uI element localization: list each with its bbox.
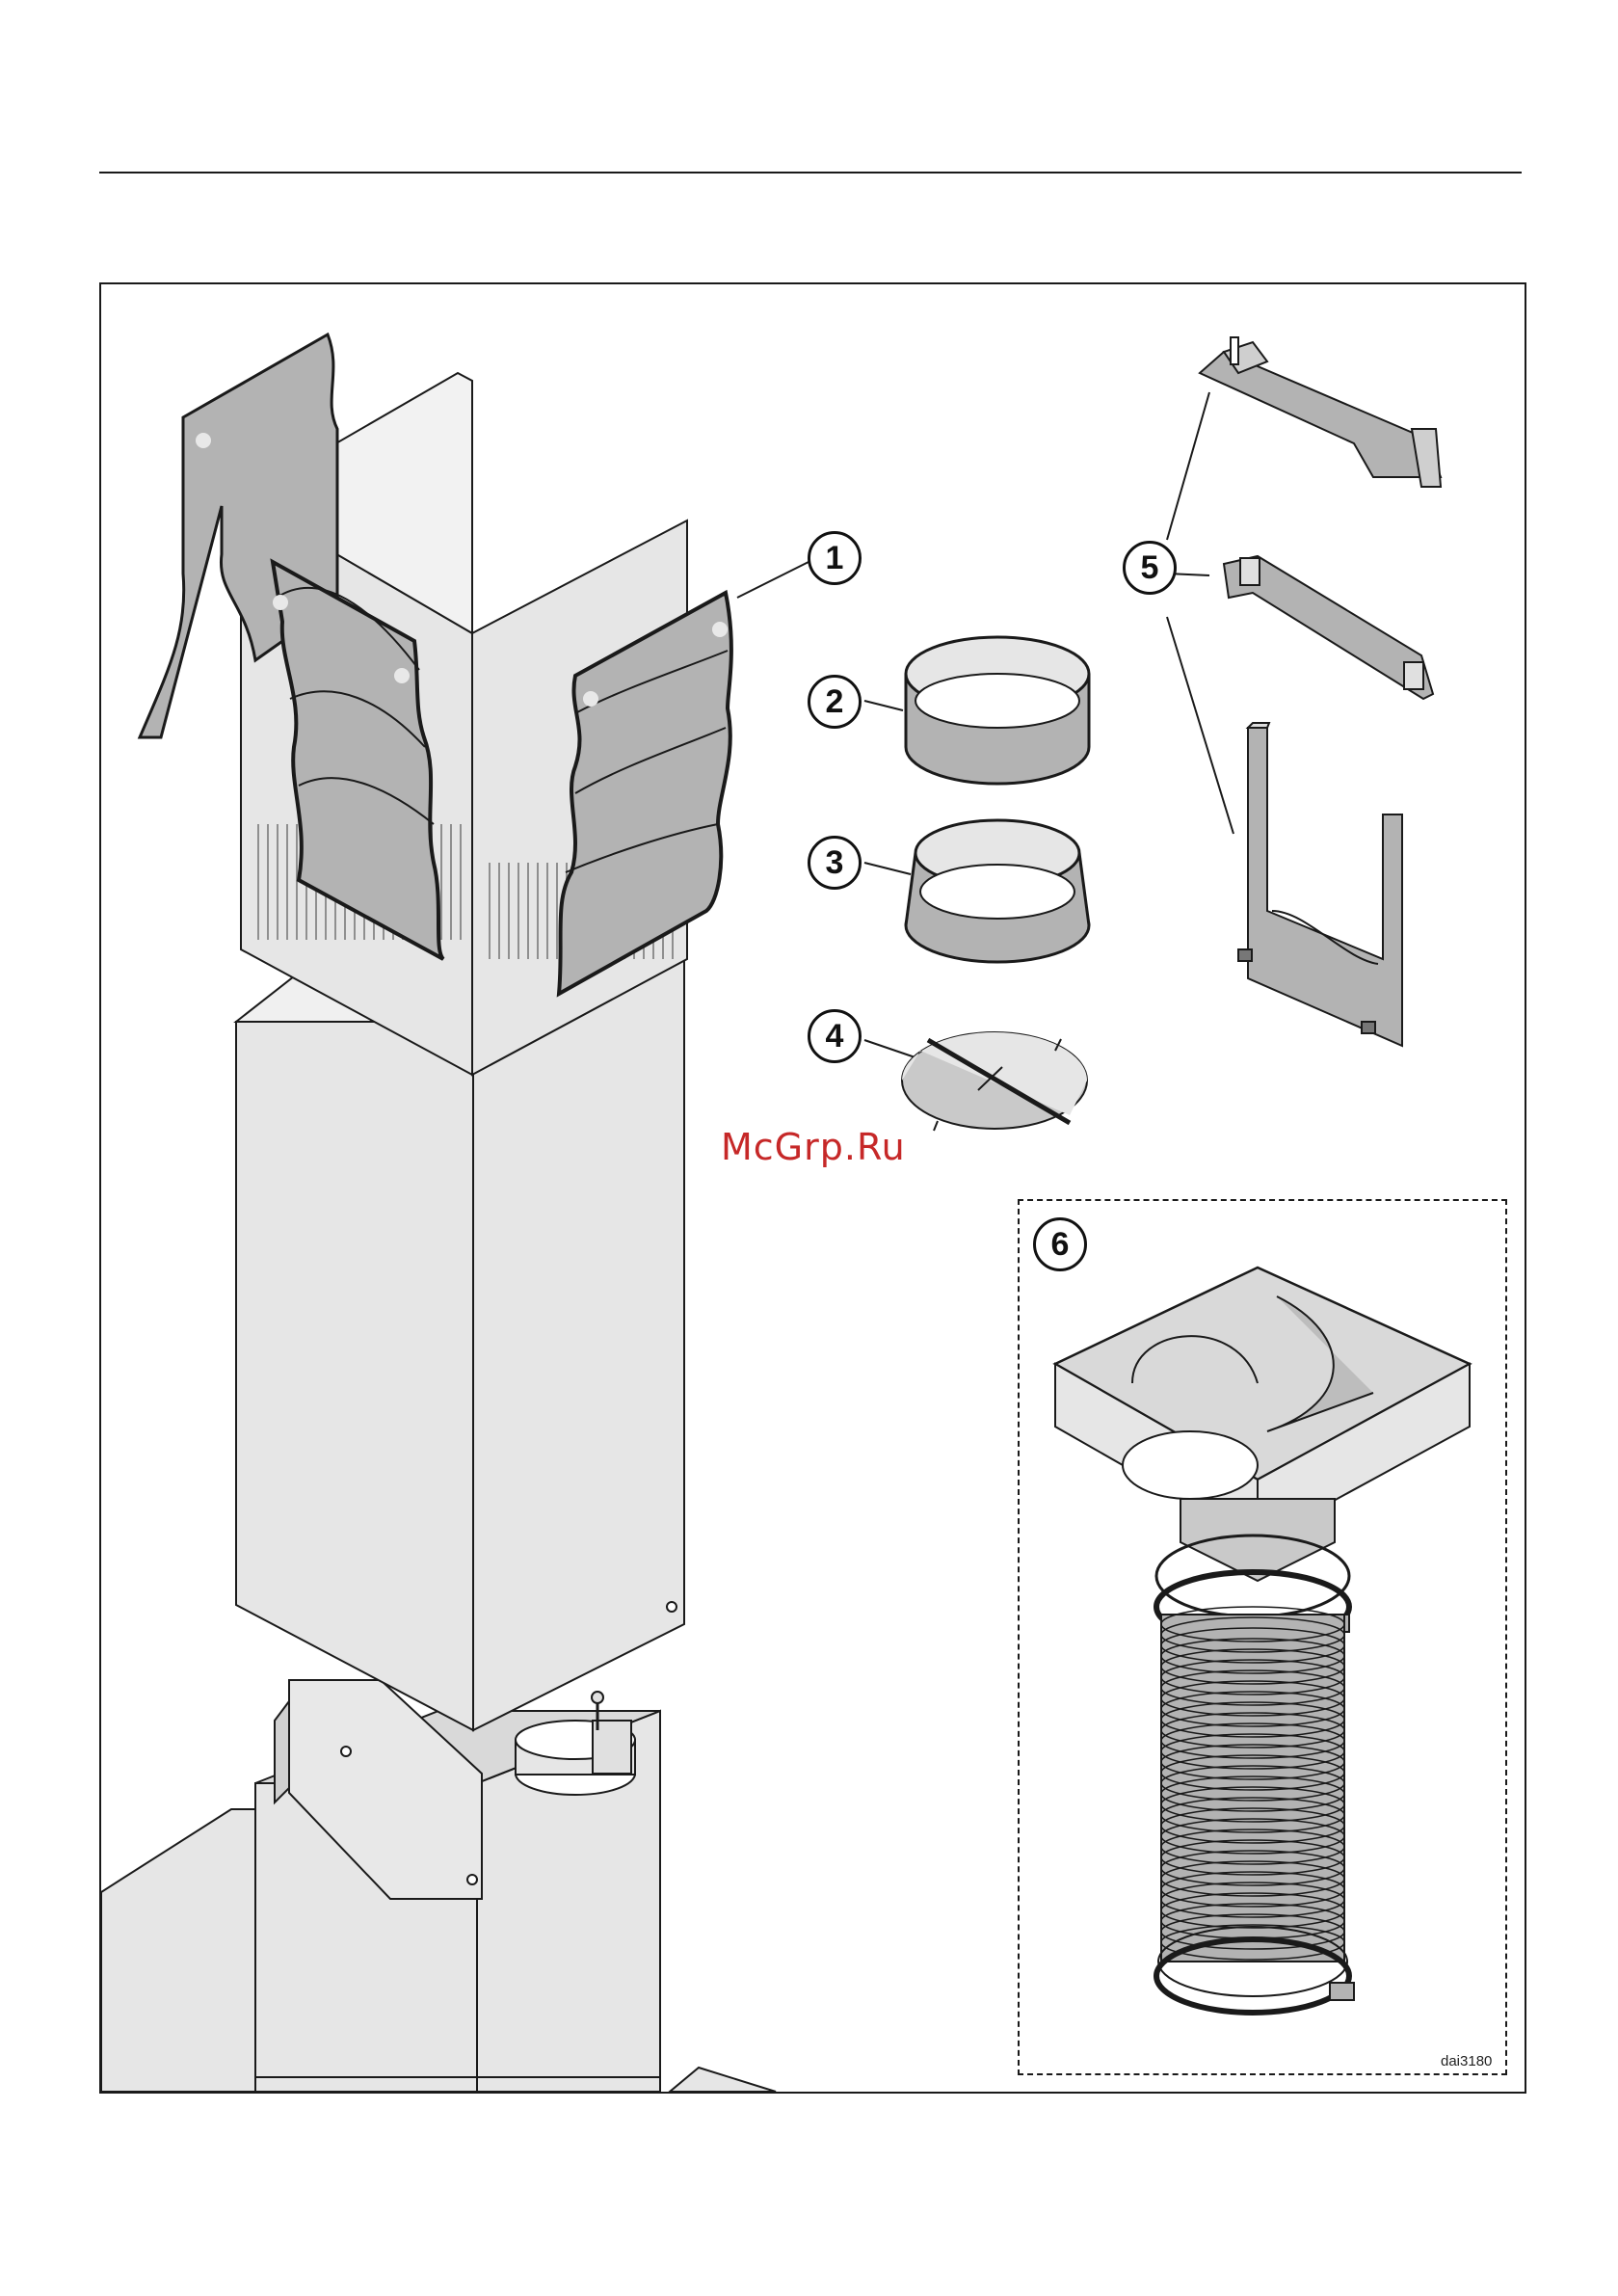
watermark-text: McGrp.Ru <box>721 1126 906 1168</box>
backdraft-flap-4 <box>902 1032 1087 1131</box>
callout-2: 2 <box>808 675 862 729</box>
drawing-reference-code: dai3180 <box>1441 2053 1492 2069</box>
optional-kit-box <box>1018 1199 1507 2075</box>
ring-connector-3 <box>906 820 1089 962</box>
header-rule <box>99 172 1522 174</box>
callout-6: 6 <box>1033 1217 1087 1271</box>
mounting-frame-bottom <box>1238 723 1402 1046</box>
ring-connector-2 <box>906 637 1089 784</box>
callout-5: 5 <box>1123 541 1177 595</box>
callout-3: 3 <box>808 836 862 890</box>
callout-1: 1 <box>808 531 862 585</box>
mounting-bracket-middle <box>1224 556 1433 699</box>
callout-4: 4 <box>808 1009 862 1063</box>
mounting-bracket-top <box>1200 337 1441 487</box>
diagram-frame: 1 2 3 4 5 6 McGrp.Ru dai3180 <box>99 282 1526 2094</box>
